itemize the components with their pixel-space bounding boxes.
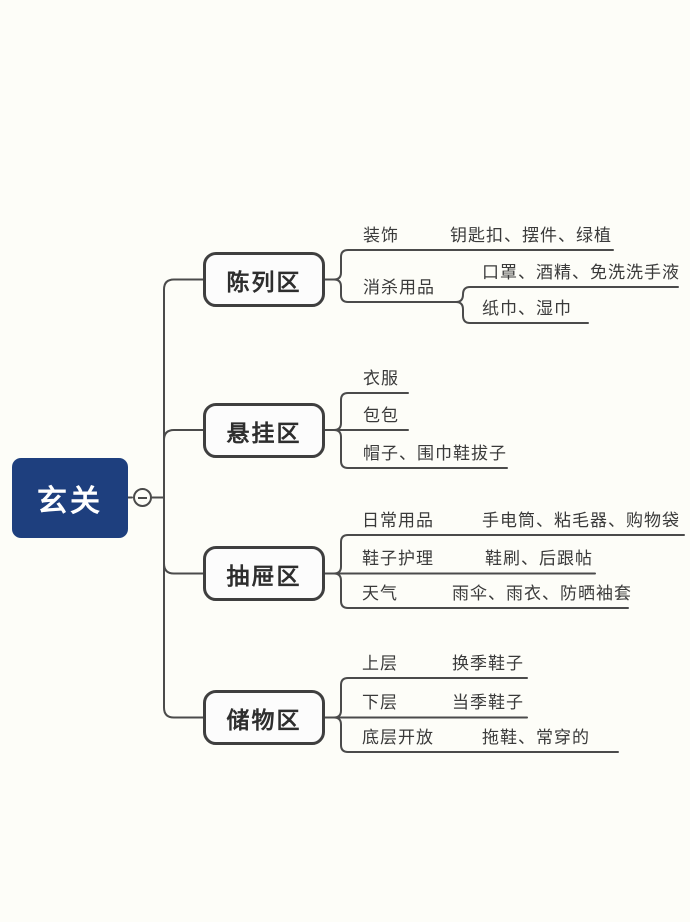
branch-topic-label: 陈列区	[226, 268, 302, 295]
branch-topic-label: 抽屉区	[226, 562, 302, 589]
leaf-topic-slippers-frequent-shoes[interactable]: 拖鞋、常穿的	[482, 728, 590, 747]
subtopic-hats-scarf-shoehorn[interactable]: 帽子、围巾鞋拔子	[363, 444, 507, 463]
leaf-topic-current-season-shoes[interactable]: 当季鞋子	[452, 693, 524, 712]
subtopic-open-bottom-layer[interactable]: 底层开放	[362, 728, 434, 747]
leaf-topic-offseason-shoes[interactable]: 换季鞋子	[452, 654, 524, 673]
subtopic-daily-items[interactable]: 日常用品	[362, 511, 434, 530]
subtopic-bags[interactable]: 包包	[363, 406, 399, 425]
leaf-topic-tissues-wipes[interactable]: 纸巾、湿巾	[482, 299, 572, 318]
leaf-topic-flashlight-lintroller-bags[interactable]: 手电筒、粘毛器、购物袋	[482, 511, 680, 530]
root-topic-label: 玄关	[37, 485, 103, 518]
branch-topic-hanging-area[interactable]: 悬挂区	[203, 403, 325, 458]
subtopic-lower-layer[interactable]: 下层	[362, 693, 398, 712]
subtopic-weather[interactable]: 天气	[362, 584, 398, 603]
subtopic-upper-layer[interactable]: 上层	[362, 654, 398, 673]
subtopic-shoe-care[interactable]: 鞋子护理	[362, 549, 434, 568]
branch-topic-label: 悬挂区	[226, 419, 302, 446]
collapse-minus-icon[interactable]	[133, 488, 152, 507]
subtopic-disinfection-supplies[interactable]: 消杀用品	[363, 278, 435, 297]
branch-topic-label: 储物区	[226, 706, 302, 733]
subtopic-clothes[interactable]: 衣服	[363, 369, 399, 388]
leaf-topic-masks-alcohol-sanitizer[interactable]: 口罩、酒精、免洗洗手液	[482, 263, 680, 282]
subtopic-decoration[interactable]: 装饰	[363, 226, 399, 245]
leaf-topic-keychain-ornaments-plants[interactable]: 钥匙扣、摆件、绿植	[450, 226, 612, 245]
branch-topic-drawer-area[interactable]: 抽屉区	[203, 546, 325, 601]
branch-topic-display-area[interactable]: 陈列区	[203, 252, 325, 307]
leaf-topic-brush-heelpads[interactable]: 鞋刷、后跟帖	[485, 549, 593, 568]
leaf-topic-umbrella-raincoat-sleeves[interactable]: 雨伞、雨衣、防晒袖套	[452, 584, 632, 603]
branch-topic-storage-area[interactable]: 储物区	[203, 690, 325, 745]
root-topic[interactable]: 玄关	[12, 458, 128, 538]
